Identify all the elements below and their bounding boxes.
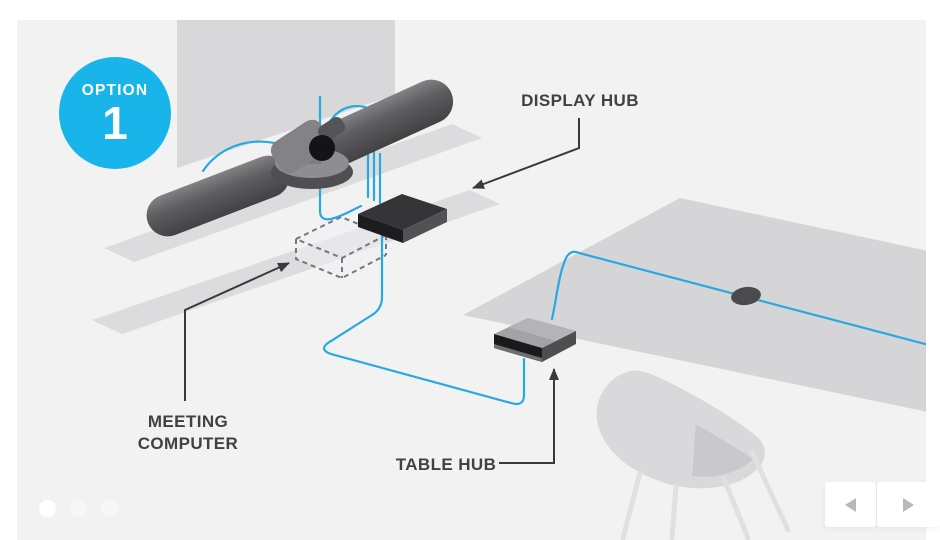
option-badge-number: 1 — [102, 97, 128, 149]
carousel-next-button[interactable] — [877, 482, 940, 527]
display-hub-device — [358, 194, 447, 243]
carousel-dot-2[interactable] — [70, 500, 87, 517]
annotation-arrows — [184, 118, 580, 464]
option-badge: OPTION 1 — [59, 57, 171, 169]
next-arrow-icon — [903, 497, 914, 512]
carousel-dots — [39, 500, 118, 517]
room-diagram — [92, 20, 926, 540]
option-badge-label: OPTION — [81, 82, 149, 99]
meeting-computer-arrow — [184, 262, 290, 401]
prev-arrow-icon — [845, 497, 856, 512]
meeting-computer-outline — [293, 215, 389, 280]
table-mic-pod — [731, 286, 761, 306]
conference-table — [463, 198, 926, 412]
tv-screen — [177, 20, 395, 168]
wall-shelf — [104, 124, 482, 262]
chair — [596, 370, 791, 540]
conference-camera — [270, 116, 353, 189]
table-cable — [550, 250, 926, 346]
table-hub-label: TABLE HUB — [395, 455, 497, 474]
diagram-canvas — [17, 20, 926, 540]
left-speaker-bar — [146, 155, 290, 237]
carousel-dot-3[interactable] — [101, 500, 118, 517]
meeting-computer-label: MEETING COMPUTER — [137, 412, 239, 453]
carousel-dot-1[interactable] — [39, 500, 56, 517]
carousel-prev-button[interactable] — [825, 482, 876, 527]
display-hub-label: DISPLAY HUB — [521, 91, 639, 110]
table-hub-device — [494, 318, 576, 362]
table-hub-arrow — [499, 368, 559, 464]
display-hub-arrow — [472, 118, 580, 189]
right-speaker-bar — [310, 79, 454, 169]
